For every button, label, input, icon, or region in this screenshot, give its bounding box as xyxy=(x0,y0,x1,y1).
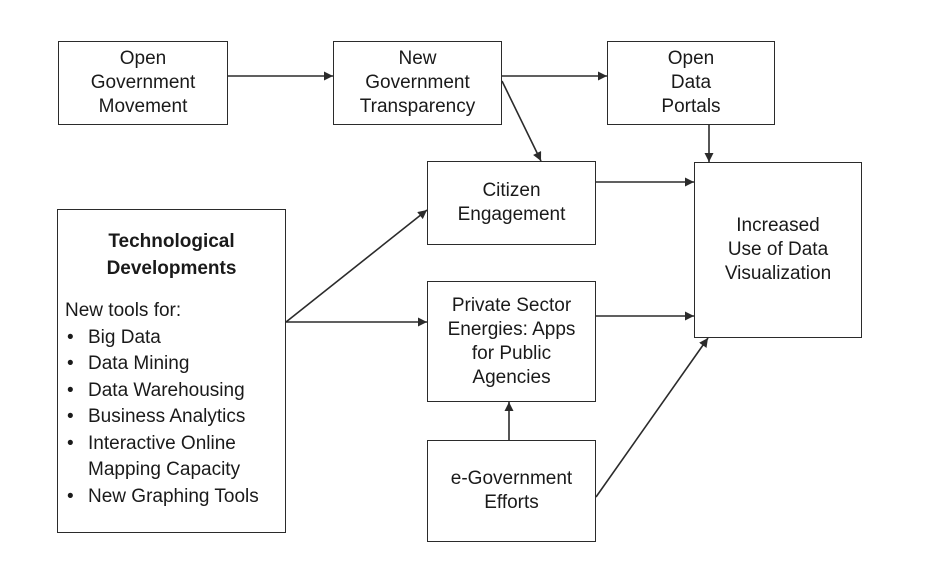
bullet: • xyxy=(67,326,74,348)
node-line: New xyxy=(398,48,437,69)
node-e-government-efforts: e-Government Efforts xyxy=(427,440,596,542)
node-line: Transparency xyxy=(359,96,476,117)
bullet: • xyxy=(67,406,74,427)
node-line: Data xyxy=(670,72,712,93)
list-item-text: Big Data xyxy=(88,326,161,348)
node-line: Agencies xyxy=(472,366,551,388)
tech-title-line: Technological xyxy=(108,231,235,252)
tech-intro: New tools for: xyxy=(65,300,182,321)
node-line: Open xyxy=(119,48,167,69)
arrow-egov-to-increased xyxy=(595,337,709,498)
node-line: Visualization xyxy=(724,263,832,284)
node-line: Use of Data xyxy=(727,239,829,260)
node-line: Government xyxy=(365,72,470,93)
list-item: • New Graphing Tools xyxy=(65,484,285,511)
bullet: • xyxy=(67,485,74,507)
node-line: Government xyxy=(90,72,196,93)
node-line: Portals xyxy=(661,96,721,117)
bullet: • xyxy=(67,379,74,401)
bullet: • xyxy=(67,432,74,454)
node-open-data-portals: Open Data Portals xyxy=(607,41,775,125)
node-line: Increased xyxy=(736,215,820,236)
node-new-government-transparency: New Government Transparency xyxy=(333,41,502,125)
bullet: • xyxy=(67,353,74,374)
list-item: • Business Analytics xyxy=(65,404,285,431)
node-technological-developments: Technological Developments New tools for… xyxy=(57,209,286,533)
node-increased-use-of-data-visualization: Increased Use of Data Visualization xyxy=(694,162,862,338)
node-line: Private Sector xyxy=(451,294,572,316)
list-item: • Data Mining xyxy=(65,351,285,378)
node-line: Open xyxy=(667,48,715,69)
node-line: for Public xyxy=(471,342,552,364)
tech-title: Technological Developments xyxy=(58,229,285,282)
list-item: • Interactive Online Mapping Capacity xyxy=(65,431,285,484)
node-citizen-engagement: Citizen Engagement xyxy=(427,161,596,245)
arrow-transparency-to-citizen xyxy=(501,80,542,162)
list-item: • Big Data xyxy=(65,325,285,352)
list-item-text: Data Warehousing xyxy=(88,379,245,401)
node-private-sector-energies: Private Sector Energies: Apps for Public… xyxy=(427,281,596,402)
node-line: Movement xyxy=(98,96,188,117)
list-item-text: Data Mining xyxy=(88,353,190,374)
node-line: Engagement xyxy=(457,204,566,225)
list-item: • Data Warehousing xyxy=(65,378,285,405)
list-item-text: Business Analytics xyxy=(88,406,246,427)
list-item-text: New Graphing Tools xyxy=(88,485,259,507)
list-item-text: Mapping Capacity xyxy=(88,459,241,480)
list-item-text: Interactive Online xyxy=(88,432,236,454)
tech-tools-list: • Big Data • Data Mining • Data Warehous… xyxy=(58,325,285,511)
node-line: e-Government xyxy=(450,468,573,489)
node-open-government-movement: Open Government Movement xyxy=(58,41,228,125)
tech-title-line: Developments xyxy=(106,257,237,279)
node-line: Efforts xyxy=(484,492,539,513)
node-line: Citizen xyxy=(482,180,541,201)
node-line: Energies: Apps xyxy=(447,318,576,340)
arrow-tech-to-citizen xyxy=(285,209,428,323)
